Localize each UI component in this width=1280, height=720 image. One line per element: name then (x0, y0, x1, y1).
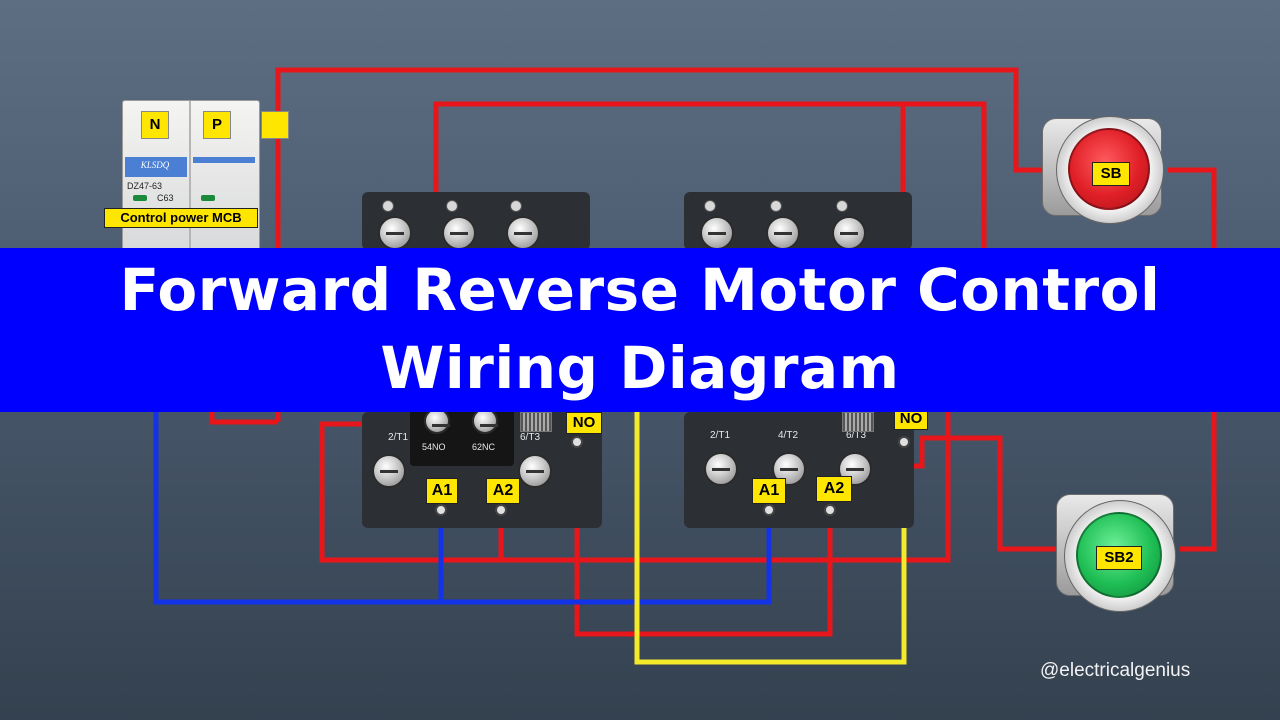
contactor-1-terminal-t3 (518, 454, 552, 488)
contactor-2-a1-terminal (763, 504, 775, 516)
contactor-1-terminal-l1 (378, 216, 412, 250)
contactor-2-t1-label: 2/T1 (710, 430, 731, 441)
mcb-terminal-n: N (141, 111, 169, 139)
contactor-2-terminal-t1 (704, 452, 738, 486)
wire-red-under1 (319, 412, 951, 563)
mcb-indicator-left (133, 195, 147, 201)
contactor-1-terminal-l3 (506, 216, 540, 250)
wire-red-mcb-drop (209, 412, 278, 425)
contactor-1-qr (520, 412, 552, 432)
contactor-2-t2-label: 4/T2 (778, 430, 799, 441)
aux-54-label: 54NO (422, 442, 446, 452)
mcb-indicator-right (201, 195, 215, 201)
contactor-2-screw (704, 200, 716, 212)
contactor-1-screw (382, 200, 394, 212)
aux-62-label: 62NC (472, 442, 496, 452)
pushbutton-sb-label: SB (1092, 162, 1130, 186)
contactor-2-qr (842, 412, 874, 432)
wire-yellow (634, 412, 907, 665)
contactor-1-aux-block: 54NO 62NC (410, 402, 514, 466)
contactor-1-terminal-l2 (442, 216, 476, 250)
contactor-1-terminal-t1 (372, 454, 406, 488)
watermark: @electricalgenius (1040, 660, 1191, 681)
mcb-pole-divider (189, 101, 191, 249)
contactor-2-terminal-l3 (832, 216, 866, 250)
contactor-1-screw (510, 200, 522, 212)
contactor-2-terminal-l2 (766, 216, 800, 250)
mcb-rating: C63 (157, 193, 174, 203)
mcb-brand: KLSDQ (140, 160, 170, 170)
wire-red-inner (433, 101, 987, 248)
contactor-2-a2-terminal (824, 504, 836, 516)
contactor-1-screw (446, 200, 458, 212)
contactor-1-no-label: NO (566, 412, 602, 434)
title-line-2: Wiring Diagram (380, 334, 900, 402)
contactor-2-t3-label: 6/T3 (846, 430, 867, 441)
contactor-2-terminal-l1 (700, 216, 734, 250)
contactor-1-a2-terminal (495, 504, 507, 516)
wire-red-top (275, 67, 1058, 422)
contactor-1-t3-label: 6/T3 (520, 432, 541, 443)
wire-red-sb2-left (902, 435, 1058, 552)
mcb-model: DZ47-63 (127, 181, 163, 191)
contactor-1-a2-label: A2 (486, 478, 520, 504)
contactor-1-a1-terminal (435, 504, 447, 516)
mcb-brand-band (125, 157, 187, 177)
contactor-2-a1-label: A1 (752, 478, 786, 504)
contactor-2-screw (770, 200, 782, 212)
wire-blue-neutral (153, 412, 772, 605)
title-line-1: Forward Reverse Motor Control (119, 256, 1161, 324)
pushbutton-sb2-label: SB2 (1096, 546, 1142, 570)
mcb-terminal-p: P (203, 111, 231, 139)
contactor-1-a1-label: A1 (426, 478, 458, 504)
contactor-2-no-terminal (898, 436, 910, 448)
wire-red-a2-2 (574, 440, 833, 637)
contactor-1-no-terminal (571, 436, 583, 448)
contactor-1-t1-label: 2/T1 (388, 432, 409, 443)
contactor-2-a2-label: A2 (816, 476, 852, 502)
mcb-band-right (193, 157, 255, 163)
contactor-2-screw (836, 200, 848, 212)
mcb-label: Control power MCB (104, 208, 258, 228)
mcb-terminal-n-placeholder (261, 111, 289, 139)
title-banner (0, 248, 1280, 412)
